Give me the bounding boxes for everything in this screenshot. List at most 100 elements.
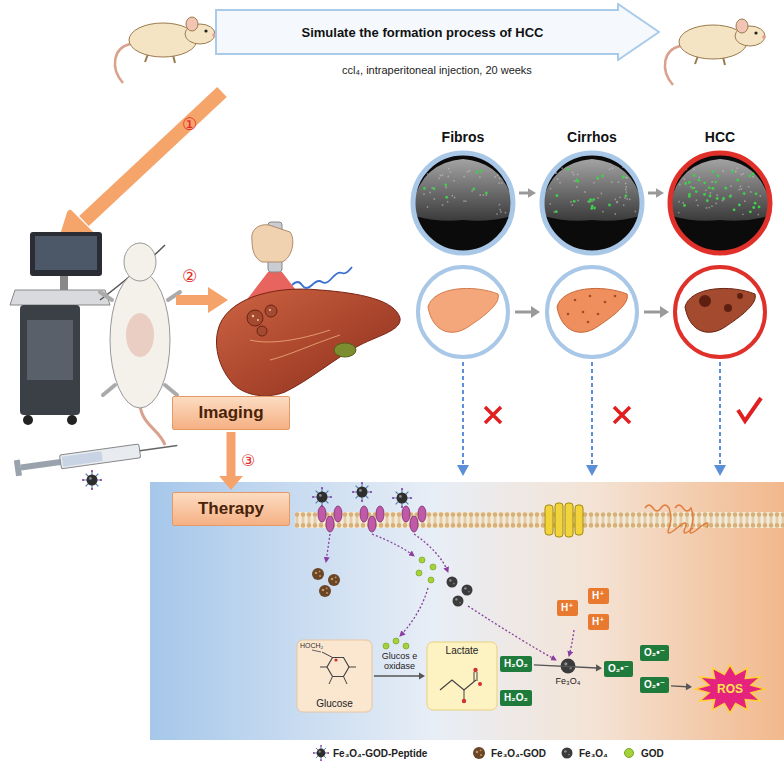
mouse [665, 46, 680, 85]
legend-icon [470, 744, 488, 762]
liver-illustration [252, 225, 293, 262]
ultrasound-machine [67, 415, 77, 425]
connector [519, 188, 536, 198]
liver-stage-icon [685, 288, 755, 332]
ultrasound-image [479, 176, 481, 178]
molecule-structure [312, 650, 321, 652]
ultrasound-machine [20, 305, 80, 415]
ultrasound-image [602, 211, 604, 213]
ultrasound-image [453, 180, 455, 182]
channel [555, 503, 563, 537]
ros-burst [695, 665, 765, 713]
legend-text: Fe₃O₄-GOD-Peptide [333, 748, 427, 759]
ultrasound-image [626, 177, 628, 179]
step-arrow [176, 287, 228, 313]
ultrasound-image [724, 187, 727, 190]
ultrasound-image [754, 202, 757, 205]
molecule-structure [427, 642, 497, 710]
ultrasound-image [471, 190, 473, 192]
ultrasound-image [498, 182, 500, 184]
ultrasound-image [427, 206, 429, 208]
mouse [186, 17, 198, 31]
connector [648, 188, 664, 198]
ultrasound-image [433, 198, 435, 200]
molecule-structure [462, 699, 466, 703]
ultrasound-image [440, 175, 442, 177]
liver-stage-icon [557, 288, 627, 332]
node-text: H₂O₂ [504, 657, 528, 671]
ros-burst: ROS [694, 664, 766, 714]
ultrasound-image [577, 174, 579, 176]
ultrasound-image [691, 187, 694, 190]
ultrasound-image [442, 204, 444, 206]
liver-stage-icon [428, 288, 498, 332]
legend-item: GOD [620, 744, 664, 762]
title-arrow: Simulate the formation process of HCC [215, 3, 660, 61]
ultrasound-image [576, 186, 578, 188]
selection-arrow [457, 465, 469, 476]
receptor [402, 506, 410, 522]
receptor [318, 506, 326, 522]
selection-arrow [591, 362, 593, 466]
ultrasound-image [593, 207, 596, 210]
molecule-structure [478, 682, 482, 686]
proton-chip: H⁺ [588, 588, 609, 604]
liver-illustration [257, 326, 267, 336]
ultrasound-image [715, 203, 717, 205]
rat [124, 243, 156, 281]
ultrasound-image [614, 199, 616, 201]
ultrasound-image [716, 194, 718, 196]
ultrasound-image [479, 194, 481, 196]
node-text: ROS [717, 682, 743, 696]
connector [671, 683, 692, 690]
connector-line [227, 432, 236, 477]
nanoparticle [428, 577, 434, 583]
mouse [762, 35, 766, 39]
ultrasound-image [699, 176, 701, 178]
ultrasound-image [696, 199, 698, 201]
molecule-structure [297, 640, 372, 712]
ultrasound-image [722, 197, 725, 200]
liver-stage-icon [531, 306, 540, 318]
pathway-arrow [326, 534, 330, 562]
ultrasound-image [712, 170, 715, 173]
arrowhead [219, 476, 243, 490]
legend-icon-shape [313, 745, 329, 761]
pathway-arrow [400, 588, 428, 636]
connector [219, 432, 243, 490]
liver-stage-icon [597, 313, 600, 316]
ultrasound-image [612, 167, 614, 169]
channel [545, 503, 583, 537]
ultrasound-machine [23, 415, 33, 425]
proton-chip: H⁺ [557, 600, 578, 616]
ultrasound-image [688, 195, 691, 198]
stage-heading: HCC [666, 128, 774, 146]
ultrasound-image [755, 192, 758, 195]
ultrasound-image [451, 195, 453, 197]
liver-stage-icon [418, 267, 508, 357]
arrowhead [419, 672, 425, 679]
ultrasound-image [714, 181, 717, 184]
ultrasound-image [730, 185, 732, 187]
nanoparticle [453, 596, 464, 607]
ultrasound-image [467, 171, 469, 173]
ultrasound-image [444, 184, 447, 187]
nanoparticle [328, 574, 340, 586]
node-text: Therapy [198, 499, 264, 519]
connector-line [374, 675, 420, 676]
ultrasound-image [463, 176, 465, 178]
ultrasound-image [499, 209, 501, 211]
edge-label: Glucos e oxidase [378, 652, 422, 672]
therapy-panel [150, 482, 784, 740]
ultrasound-image [499, 204, 501, 206]
mouse [115, 17, 216, 83]
pathway-arrow [569, 630, 574, 656]
ultrasound-image [483, 194, 485, 196]
liver-illustration [217, 222, 401, 396]
ultrasound-image [744, 200, 746, 202]
ultrasound-image [597, 197, 599, 199]
ultrasound-image [596, 177, 599, 180]
ultrasound-image [740, 174, 742, 176]
receptor [326, 516, 334, 532]
nanoparticle [352, 482, 372, 502]
